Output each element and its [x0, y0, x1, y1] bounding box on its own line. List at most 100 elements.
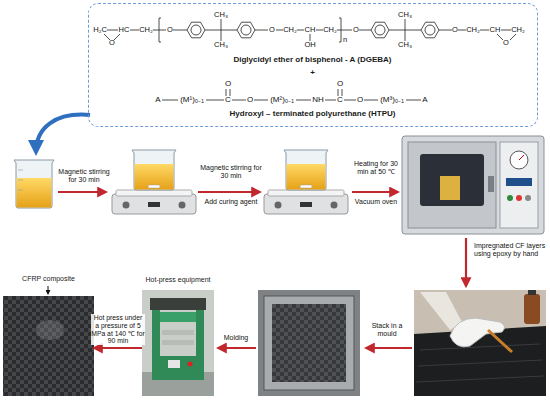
vacuum-oven [402, 136, 544, 234]
flow-arrow [366, 347, 412, 349]
atom-symbol: HC [119, 26, 130, 34]
chemical-bonds [226, 89, 342, 96]
atom-symbol: CH [490, 26, 501, 34]
flow-arrow [58, 192, 466, 348]
flow-arrow [36, 115, 90, 152]
atom-symbol: O [503, 39, 509, 47]
beaker [14, 160, 54, 208]
hand-layup-photo [450, 318, 505, 347]
hot-press-photo [142, 290, 214, 396]
hand-layup-photo [416, 344, 544, 382]
atom-symbol: NH [312, 96, 324, 104]
magnetic-stirrer [284, 150, 328, 190]
hand-layup-photo [414, 290, 546, 396]
hot-press-photo [142, 290, 214, 396]
step-label: Heating for 30 min at 50 ℃ [350, 160, 402, 176]
step-label: Add curing agent [196, 198, 266, 206]
atom-symbol: CH [305, 26, 316, 34]
flow-arrow [198, 191, 260, 193]
chemical-bonds [421, 22, 439, 38]
edge-label: Hot press under a pressure of 5 MPa at 1… [91, 314, 145, 345]
flow-arrow [352, 191, 398, 193]
atom-symbol: O [109, 39, 115, 47]
cfrp-photo [36, 320, 64, 340]
atom-symbol: H₂C [93, 26, 107, 34]
beaker [17, 178, 52, 208]
chemical-bonds [187, 22, 205, 38]
vacuum-oven [402, 136, 544, 234]
vacuum-oven [408, 142, 496, 228]
hot-press-photo [162, 330, 194, 335]
magnetic-stirrer [287, 164, 326, 190]
cfrp-photo [3, 286, 94, 396]
magnetic-stirrer [275, 202, 282, 209]
chemical-bonds [375, 25, 385, 35]
magnetic-stirrer [148, 185, 160, 188]
atom-symbol: CH₂ [283, 26, 297, 34]
hand-layup-photo [524, 294, 540, 324]
atom-symbol: O [167, 26, 173, 34]
magnetic-stirrer [112, 194, 196, 214]
beaker [14, 160, 54, 208]
hand-layup-photo [414, 290, 546, 396]
cfrp-photo [3, 296, 94, 396]
atom-symbol: O [357, 96, 363, 104]
reactants-box: Diglycidyl ether of bisphenol - A (DGEBA… [88, 3, 538, 127]
step-label: Magnetic stirring for 30 min [54, 168, 114, 184]
chemical-bonds [237, 22, 255, 38]
mould-photo [264, 296, 354, 390]
atom-symbol: O [247, 96, 253, 104]
step-label: Stack in a mould [362, 322, 412, 338]
photo-box: CFRP composite [3, 274, 94, 396]
cfrp-photo [48, 286, 49, 294]
atom-symbol: CH₃ [214, 41, 228, 49]
flow-arrow [218, 347, 256, 349]
vacuum-oven [506, 178, 532, 186]
hot-press-photo [160, 312, 196, 322]
hot-press-photo [168, 360, 180, 368]
photo-box: Hot-press equipment [142, 274, 214, 396]
vacuum-oven [516, 195, 522, 201]
atom-symbol: O [353, 26, 359, 34]
atom-symbol: OH [304, 41, 315, 49]
vacuum-oven [500, 142, 538, 228]
hand-layup-photo [488, 330, 512, 352]
magnetic-stirrer [112, 150, 196, 214]
mould-photo [258, 290, 360, 396]
hot-press-photo [162, 340, 194, 345]
photo-caption: Hot-press equipment [137, 276, 219, 284]
hand-layup-photo [528, 290, 536, 295]
atom-symbol: O [225, 80, 231, 88]
magnetic-stirrer [264, 150, 348, 214]
chemical-bonds [173, 18, 352, 42]
node-text: Diglycidyl ether of bisphenol - A (DGEBA… [89, 56, 536, 65]
chemical-bonds [191, 25, 201, 35]
magnetic-stirrer [132, 150, 176, 190]
atom-symbol: CH₂ [466, 26, 480, 34]
atom-symbol: (M¹)₀₋₁ [180, 96, 204, 104]
vacuum-oven [440, 176, 460, 200]
atom-symbol: O [452, 26, 458, 34]
vacuum-oven [420, 154, 484, 206]
hot-press-photo [150, 298, 206, 310]
flow-arrow [58, 191, 106, 193]
magnetic-stirrer [123, 202, 130, 209]
atom-symbol: C [225, 96, 231, 104]
atom-symbol: CH₃ [398, 41, 412, 49]
magnetic-stirrer [116, 190, 192, 196]
atom-symbol: CH₂ [323, 26, 337, 34]
atom-symbol: CH₂ [139, 26, 153, 34]
atom-symbol: A [422, 96, 427, 104]
vacuum-oven [525, 195, 531, 201]
atom-symbol: CH₃ [398, 11, 412, 19]
hand-layup-photo [420, 292, 462, 330]
atom-symbol: (M³)₀₋₁ [380, 96, 404, 104]
atom-symbol: n [343, 36, 347, 44]
atom-symbol: CH₃ [214, 11, 228, 19]
vacuum-oven [507, 195, 513, 201]
mould-photo [258, 290, 360, 396]
magnetic-stirrer [148, 202, 160, 207]
mould-photo [272, 304, 346, 382]
